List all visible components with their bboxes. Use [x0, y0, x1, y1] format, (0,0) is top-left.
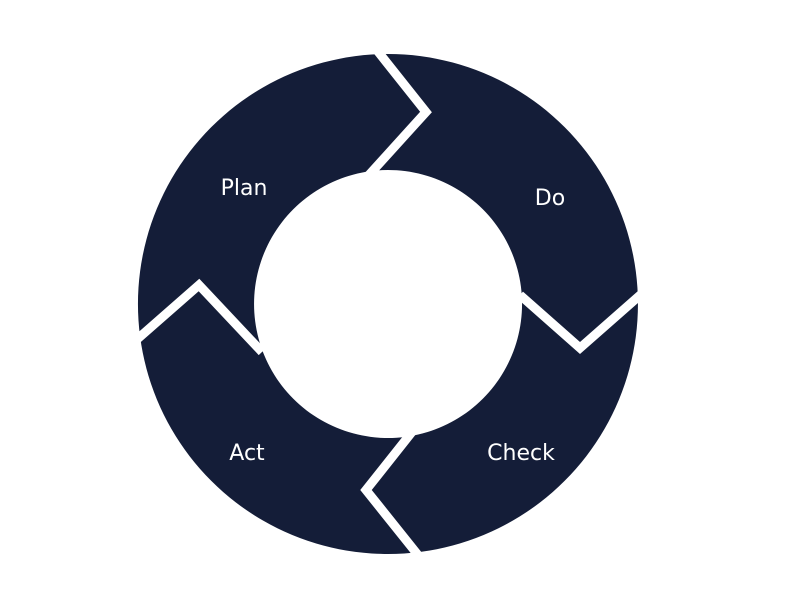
separator-act-plan	[131, 278, 266, 356]
segment-separators	[131, 41, 649, 563]
cycle-ring	[137, 54, 638, 554]
segment-label-act: Act	[229, 441, 265, 466]
separator-check-act	[360, 429, 426, 563]
separator-do-check	[517, 286, 649, 354]
segment-label-check: Check	[487, 441, 555, 466]
segment-label-plan: Plan	[221, 176, 268, 201]
separator-plan-do	[364, 41, 432, 180]
segment-label-do: Do	[535, 186, 565, 211]
